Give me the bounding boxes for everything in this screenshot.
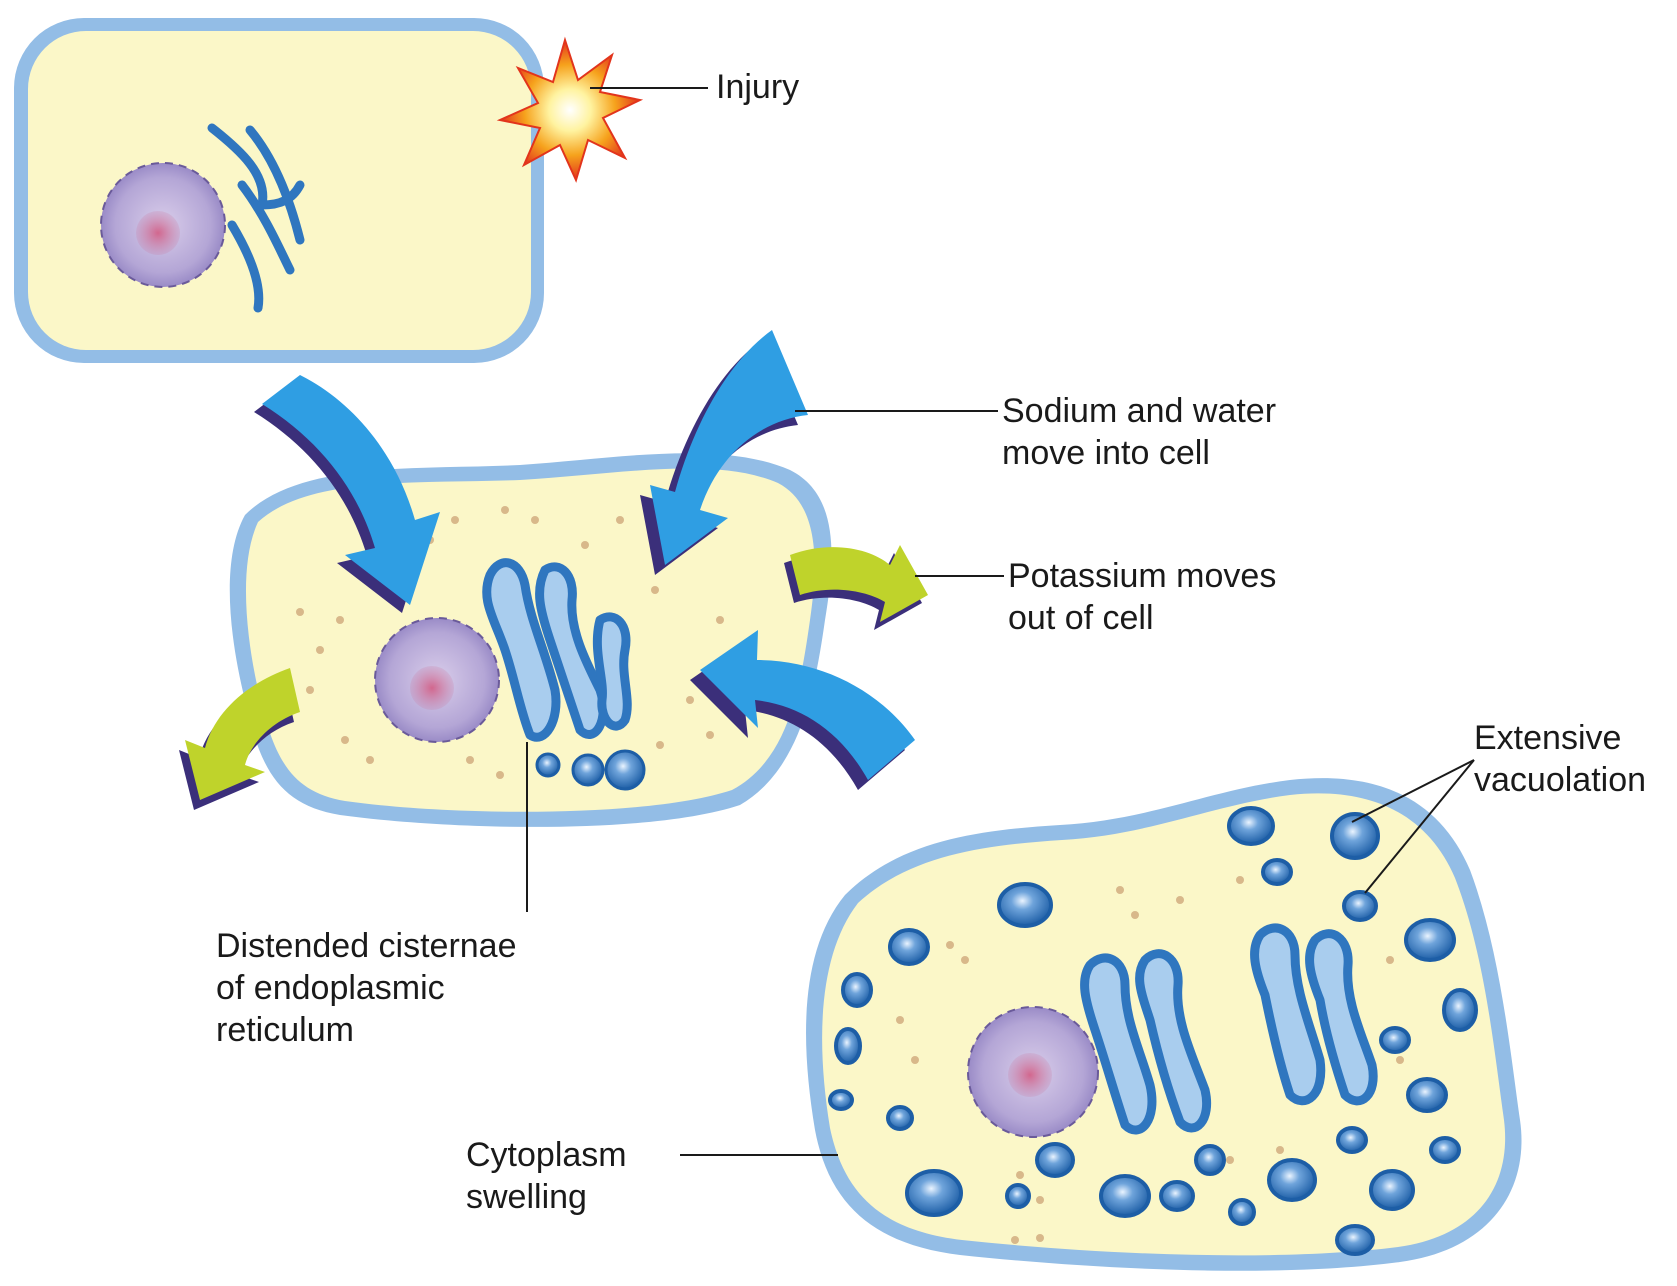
sodium-water-label-line-1: Sodium and water [1002,390,1276,432]
distended-cisternae-label-line-2: of endoplasmic [216,967,517,1009]
sodium-water-label-line-2: move into cell [1002,432,1276,474]
small-vacuole [573,755,603,785]
vacuole [830,1091,852,1109]
distended-cisternae-label: Distended cisternae of endoplasmic retic… [216,925,517,1051]
potassium-label-line-2: out of cell [1008,597,1276,639]
vacuole [1007,1185,1029,1207]
small-vacuole [606,751,644,789]
vacuole [890,930,928,964]
vacuole [1338,1128,1366,1152]
vacuole [1161,1182,1193,1210]
small-vacuole [537,754,559,776]
vacuole [1344,892,1376,920]
cytoplasm-swelling-label-line-2: swelling [466,1176,627,1218]
vacuole [999,884,1051,926]
cytoplasm-swelling-label: Cytoplasm swelling [466,1134,627,1218]
nucleolus [136,211,180,255]
vacuole [1230,1200,1254,1224]
vacuole [888,1107,912,1129]
vacuole [1263,860,1291,884]
potassium-label: Potassium moves out of cell [1008,555,1276,639]
injury-label-text: Injury [716,66,799,108]
normal-cell [14,18,708,363]
extensive-vacuolation-label-line-2: vacuolation [1474,759,1646,801]
extensive-vacuolation-label: Extensive vacuolation [1474,717,1646,801]
distended-cisternae-label-line-3: reticulum [216,1009,517,1051]
sodium-water-label: Sodium and water move into cell [1002,390,1276,474]
distended-cisternae-label-line-1: Distended cisternae [216,925,517,967]
vacuole [1337,1226,1373,1254]
vacuole [1269,1160,1315,1200]
vacuolated-cell [680,760,1522,1271]
swelling-cell [179,330,1004,912]
extensive-vacuolation-label-line-1: Extensive [1474,717,1646,759]
vacuole [907,1171,961,1215]
nucleolus [410,666,454,710]
vacuole [1101,1176,1149,1216]
vacuole [1381,1028,1409,1052]
vacuole [1431,1138,1459,1162]
cell-cytoplasm [28,31,531,350]
vacuole [1406,920,1454,960]
potassium-label-line-1: Potassium moves [1008,555,1276,597]
vacuole [1444,990,1476,1030]
vacuole [836,1029,860,1063]
vacuole [1371,1171,1413,1209]
vacuole [1196,1146,1224,1174]
vacuole [843,974,871,1006]
vacuole [1037,1144,1073,1176]
injury-label: Injury [716,66,799,108]
vacuole [1408,1079,1446,1111]
nucleolus [1008,1053,1052,1097]
vacuole [1229,808,1273,844]
cytoplasm-swelling-label-line-1: Cytoplasm [466,1134,627,1176]
